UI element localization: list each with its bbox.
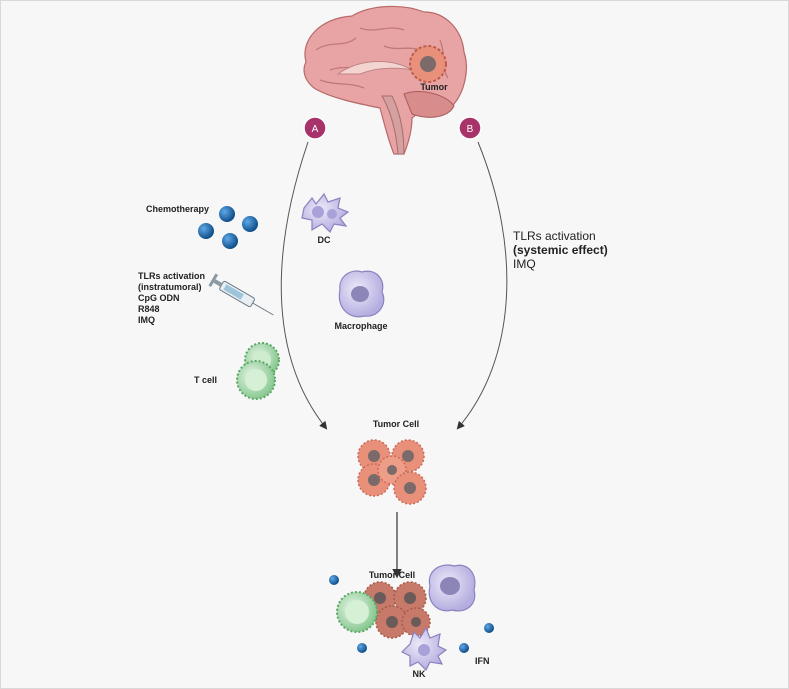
dc-label: DC xyxy=(318,235,331,245)
brain-illustration xyxy=(303,5,467,155)
chemotherapy-spheres xyxy=(198,206,258,249)
nk-cell xyxy=(400,626,448,672)
tlr-line-5: IMQ xyxy=(138,315,155,325)
tumor-cell-label-top: Tumor Cell xyxy=(373,419,419,429)
route-b-badge: B xyxy=(458,116,482,140)
route-b-title: TLRs activation xyxy=(513,229,596,243)
tlr-line-4: R848 xyxy=(138,304,160,314)
t-cell-label: T cell xyxy=(194,375,217,385)
route-b-letter: B xyxy=(467,124,474,135)
tlr-line-3: CpG ODN xyxy=(138,293,180,303)
cerebellum xyxy=(403,91,455,118)
macrophage-bottom xyxy=(428,564,476,612)
syringe-icon xyxy=(208,273,274,316)
t-cell-bottom xyxy=(336,591,378,633)
route-a-arrow xyxy=(280,141,328,430)
macrophage-cell xyxy=(338,270,385,318)
dendritic-cell xyxy=(301,192,350,234)
t-cell-cluster xyxy=(236,342,280,400)
route-b-arrow xyxy=(456,141,508,430)
macrophage-label: Macrophage xyxy=(334,321,387,331)
ifn-label: IFN xyxy=(475,656,490,666)
tumor-cell-cluster xyxy=(357,439,427,505)
nk-label: NK xyxy=(413,669,426,679)
tumor-cell-label-bottom: Tumor Cell xyxy=(369,570,415,580)
tlr-line-1: TLRs activation xyxy=(138,271,205,281)
brain-tumor xyxy=(409,45,447,83)
route-b-subtitle: (systemic effect) xyxy=(513,243,608,257)
tlr-line-2: (instratumoral) xyxy=(138,282,202,292)
tumor-label: Tumor xyxy=(420,82,448,92)
route-a-badge: A xyxy=(303,116,327,140)
chemotherapy-label: Chemotherapy xyxy=(146,204,209,214)
route-b-drug: IMQ xyxy=(513,257,536,271)
brainstem xyxy=(381,95,405,155)
ifn-spheres xyxy=(329,575,494,653)
route-a-letter: A xyxy=(312,124,319,135)
